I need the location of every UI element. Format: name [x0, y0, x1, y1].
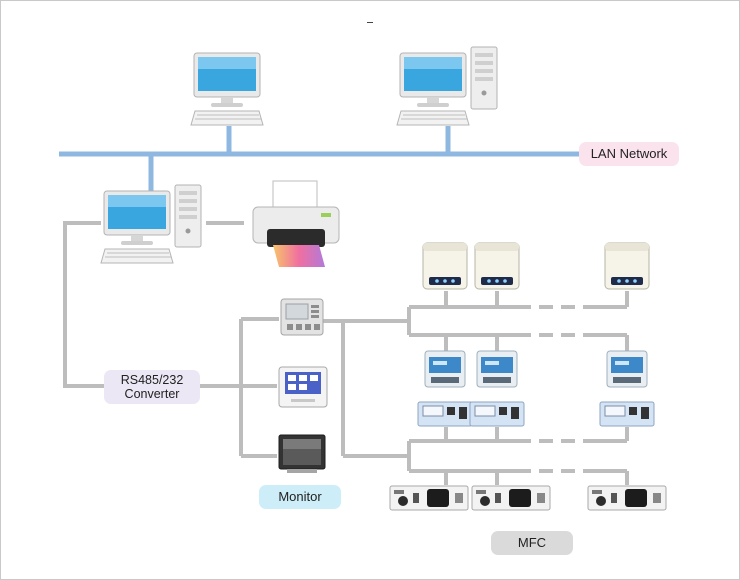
mass-flow-controller-icon [389, 485, 469, 511]
mass-flow-controller-icon [471, 485, 551, 511]
dashed-gaps [531, 304, 583, 474]
serial-lines [63, 221, 629, 485]
gas-transmitter-icon [606, 350, 648, 388]
lan-network-label: LAN Network [579, 142, 679, 166]
gas-transmitter-icon [476, 350, 518, 388]
display-unit-icon [599, 401, 655, 427]
mass-flow-controller-icon [587, 485, 667, 511]
touch-panel-icon [278, 366, 328, 408]
rs485-converter-label: RS485/232 Converter [104, 370, 200, 404]
display-unit-icon [469, 401, 525, 427]
gas-transmitter-icon [424, 350, 466, 388]
lan-lines [59, 126, 587, 193]
sensor-module-icon [604, 242, 650, 290]
desktop-computer-icon [190, 52, 264, 126]
sensor-module-icon [474, 242, 520, 290]
display-unit-icon [417, 401, 473, 427]
controller-terminal-icon [280, 298, 324, 336]
rs-label-line1: RS485/232 [120, 373, 184, 387]
desktop-computer-icon [396, 52, 470, 126]
rs-label-line2: Converter [124, 387, 180, 401]
pc-tower-icon [174, 184, 202, 248]
top-mark [367, 22, 373, 23]
monitor-label: Monitor [259, 485, 341, 509]
desktop-computer-icon [100, 190, 174, 264]
mfc-label: MFC [491, 531, 573, 555]
printer-icon [252, 180, 340, 267]
sensor-module-icon [422, 242, 468, 290]
monitor-display-icon [278, 434, 326, 473]
pc3-converter-link [63, 221, 104, 388]
pc-tower-icon [470, 46, 498, 110]
